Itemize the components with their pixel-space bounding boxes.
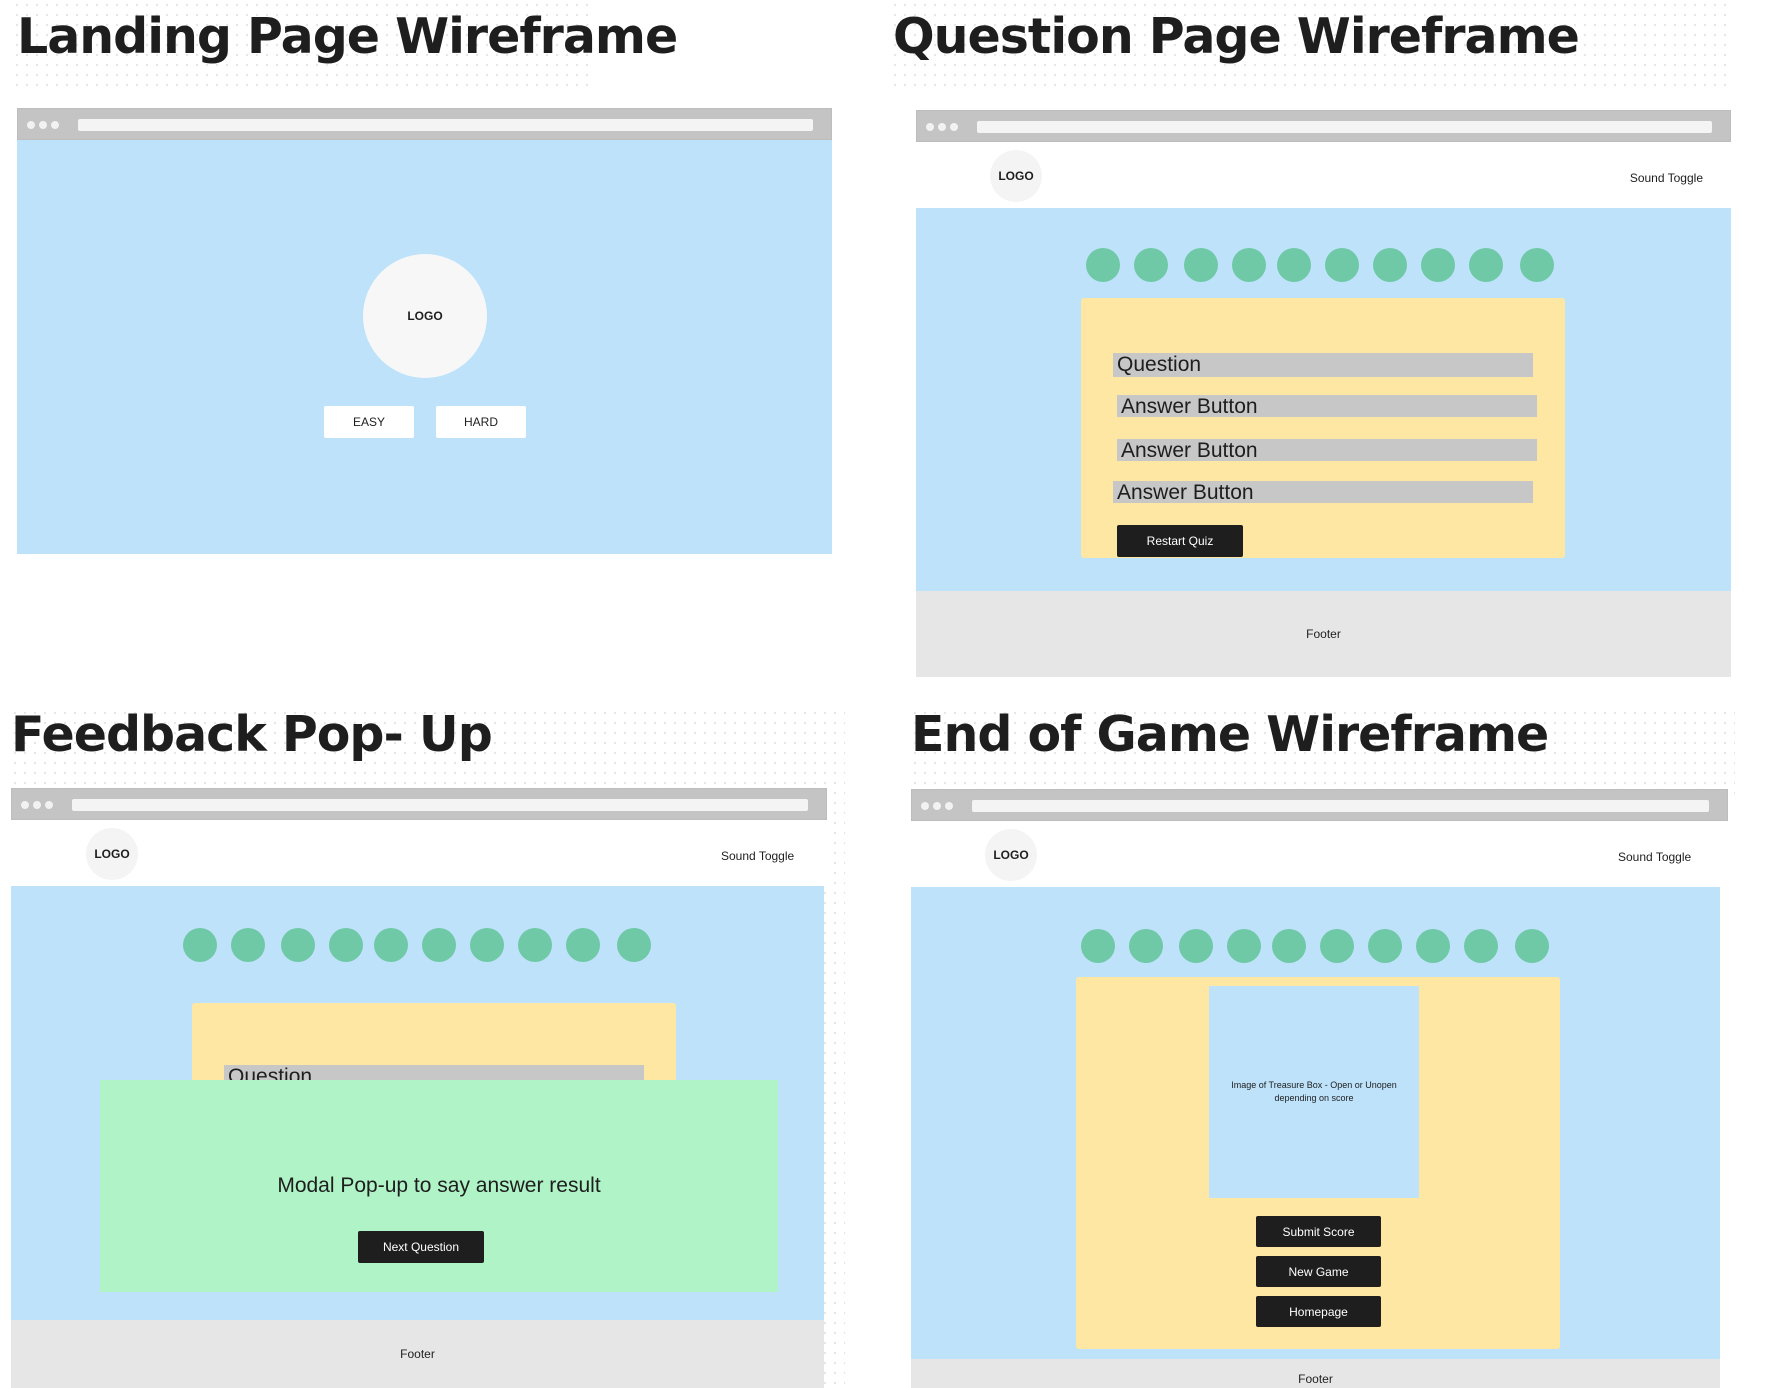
progress-dot xyxy=(183,928,217,962)
progress-dot xyxy=(1081,929,1115,963)
window-dots-icon xyxy=(945,802,953,810)
question-page-frame: LOGO Sound Toggle Question Answer Button… xyxy=(916,110,1731,677)
window-dots-icon xyxy=(51,121,59,129)
progress-dot xyxy=(1464,929,1498,963)
sound-toggle[interactable]: Sound Toggle xyxy=(1629,171,1703,185)
progress-dot xyxy=(1515,929,1549,963)
progress-dot xyxy=(1368,929,1402,963)
window-dots-icon xyxy=(938,123,946,131)
progress-dot xyxy=(1272,929,1306,963)
results-card: Image of Treasure Box - Open or Unopen d… xyxy=(1076,977,1560,1349)
address-bar[interactable] xyxy=(72,799,808,811)
progress-dot xyxy=(518,928,552,962)
progress-dot xyxy=(1421,248,1455,282)
next-question-button[interactable]: Next Question xyxy=(358,1231,484,1263)
window-dots-icon xyxy=(950,123,958,131)
window-dots-icon xyxy=(39,121,47,129)
progress-dot xyxy=(617,928,651,962)
hard-button[interactable]: HARD xyxy=(436,406,526,438)
progress-dot xyxy=(470,928,504,962)
window-dots-icon xyxy=(45,801,53,809)
answer-button[interactable]: Answer Button xyxy=(1117,439,1537,461)
feedback-title: Feedback Pop- Up xyxy=(11,706,493,763)
feedback-content: Question Modal Pop-up to say answer resu… xyxy=(11,886,824,1320)
page-header: LOGO Sound Toggle xyxy=(916,142,1731,208)
window-dots-icon xyxy=(926,123,934,131)
address-bar[interactable] xyxy=(972,800,1709,812)
landing-title: Landing Page Wireframe xyxy=(17,8,678,65)
progress-dot xyxy=(1416,929,1450,963)
browser-bar xyxy=(911,789,1728,821)
logo: LOGO xyxy=(86,828,138,880)
feedback-frame: LOGO Sound Toggle Question Modal Pop-up … xyxy=(11,788,827,1388)
progress-dot xyxy=(1129,929,1163,963)
sound-toggle[interactable]: Sound Toggle xyxy=(721,849,795,863)
sound-toggle[interactable]: Sound Toggle xyxy=(1618,850,1692,864)
question-page-title: Question Page Wireframe xyxy=(893,8,1580,65)
page-header: LOGO Sound Toggle xyxy=(11,820,827,886)
landing-content: LOGO EASY HARD xyxy=(17,140,832,554)
footer: Footer xyxy=(11,1320,824,1388)
question-text: Question xyxy=(1113,353,1533,377)
progress-dot xyxy=(1320,929,1354,963)
window-dots-icon xyxy=(27,121,35,129)
logo: LOGO xyxy=(363,254,487,378)
progress-dot xyxy=(1086,248,1120,282)
progress-dot xyxy=(1469,248,1503,282)
logo: LOGO xyxy=(985,829,1037,881)
progress-dot xyxy=(1184,248,1218,282)
browser-bar xyxy=(11,788,827,820)
progress-dot xyxy=(422,928,456,962)
progress-dot xyxy=(1520,248,1554,282)
canvas-dot-grid xyxy=(12,0,592,90)
progress-dot xyxy=(374,928,408,962)
progress-dot xyxy=(281,928,315,962)
progress-dot xyxy=(1227,929,1261,963)
homepage-button[interactable]: Homepage xyxy=(1256,1296,1381,1327)
end-of-game-frame: LOGO Sound Toggle Image of Treasure Box … xyxy=(911,789,1728,1388)
treasure-box-image: Image of Treasure Box - Open or Unopen d… xyxy=(1209,986,1419,1198)
progress-dot xyxy=(566,928,600,962)
window-dots-icon xyxy=(33,801,41,809)
progress-dot xyxy=(1277,248,1311,282)
window-dots-icon xyxy=(21,801,29,809)
window-dots-icon xyxy=(921,802,929,810)
progress-dot xyxy=(329,928,363,962)
logo: LOGO xyxy=(990,150,1042,202)
new-game-button[interactable]: New Game xyxy=(1256,1256,1381,1287)
address-bar[interactable] xyxy=(78,119,813,131)
footer: Footer xyxy=(911,1359,1720,1388)
window-dots-icon xyxy=(933,802,941,810)
progress-dot xyxy=(1373,248,1407,282)
footer: Footer xyxy=(916,591,1731,677)
progress-dot xyxy=(231,928,265,962)
question-content: Question Answer Button Answer Button Ans… xyxy=(916,208,1731,591)
modal-message: Modal Pop-up to say answer result xyxy=(277,1174,601,1197)
landing-frame: LOGO EASY HARD xyxy=(17,108,832,554)
end-of-game-content: Image of Treasure Box - Open or Unopen d… xyxy=(911,887,1720,1359)
progress-dot xyxy=(1325,248,1359,282)
page-header: LOGO Sound Toggle xyxy=(911,821,1728,887)
canvas-dot-grid xyxy=(890,0,1730,90)
browser-bar xyxy=(916,110,1731,142)
feedback-modal: Modal Pop-up to say answer result Next Q… xyxy=(100,1080,778,1292)
question-card: Question Answer Button Answer Button Ans… xyxy=(1081,298,1565,558)
restart-quiz-button[interactable]: Restart Quiz xyxy=(1117,525,1243,557)
progress-dot xyxy=(1179,929,1213,963)
answer-button[interactable]: Answer Button xyxy=(1113,481,1533,503)
address-bar[interactable] xyxy=(977,121,1712,133)
progress-dot xyxy=(1232,248,1266,282)
browser-bar xyxy=(17,108,832,140)
end-of-game-title: End of Game Wireframe xyxy=(911,706,1549,763)
easy-button[interactable]: EASY xyxy=(324,406,414,438)
canvas-dot-grid xyxy=(910,708,1735,798)
progress-dot xyxy=(1134,248,1168,282)
answer-button[interactable]: Answer Button xyxy=(1117,395,1537,417)
submit-score-button[interactable]: Submit Score xyxy=(1256,1216,1381,1247)
